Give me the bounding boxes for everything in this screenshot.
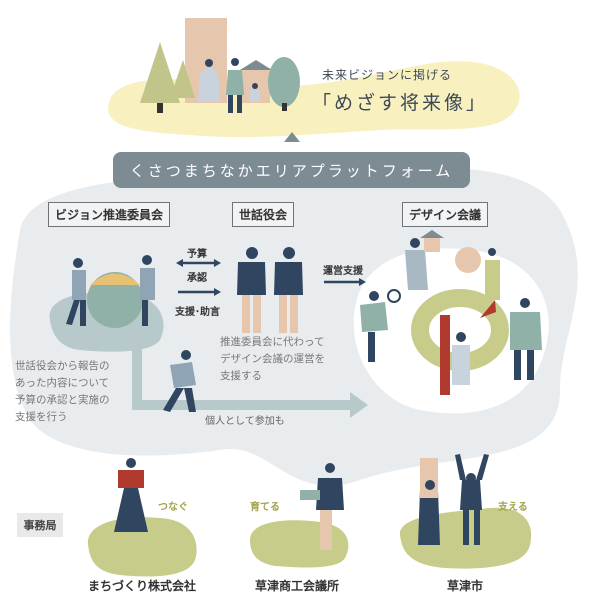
arrow-label-budget: 予算 bbox=[187, 249, 207, 260]
group-label-secretariat: 世話役会 bbox=[232, 202, 295, 227]
secretariat-note: 推進委員会に代わって デザイン会議の運営を 支援する bbox=[220, 334, 325, 385]
note-line: デザイン会議の運営を bbox=[220, 353, 325, 365]
office-label: 事務局 bbox=[17, 513, 63, 537]
member-role: 支える bbox=[498, 502, 528, 513]
design-meeting-figures bbox=[360, 230, 542, 395]
note-line: 推進委員会に代わって bbox=[220, 336, 325, 348]
tree-icon bbox=[140, 42, 180, 103]
member-blob bbox=[87, 517, 197, 577]
note-line: 世話役会から報告の bbox=[15, 360, 110, 372]
participation-arrow bbox=[132, 345, 368, 418]
family-figures bbox=[198, 58, 260, 113]
note-line: あった内容について bbox=[15, 377, 110, 389]
note-line: 支援を行う bbox=[15, 411, 68, 423]
tree-icon bbox=[268, 57, 300, 107]
member-name: 草津商工会議所 bbox=[255, 579, 340, 593]
vision-blob bbox=[108, 61, 520, 138]
vision-title: 「めざす将来像」 bbox=[312, 92, 489, 114]
member-blob bbox=[250, 520, 349, 568]
note-line: 支援する bbox=[220, 370, 262, 382]
note-line: 予算の承認と実施の bbox=[15, 394, 110, 406]
secretariat-figures bbox=[237, 247, 303, 333]
member-role: 育てる bbox=[250, 502, 280, 513]
group-label-design-meeting: デザイン会議 bbox=[402, 202, 489, 227]
committee-note: 世話役会から報告の あった内容について 予算の承認と実施の 支援を行う bbox=[15, 358, 110, 426]
arrow-label-operation-support: 運営支援 bbox=[323, 266, 363, 277]
vision-subtitle: 未来ビジョンに掲げる bbox=[322, 68, 453, 82]
up-triangle-icon bbox=[284, 132, 300, 142]
design-meeting-blob bbox=[353, 248, 549, 414]
running-figure bbox=[163, 350, 196, 412]
member-role: つなぐ bbox=[158, 502, 188, 513]
arrow-label-approval: 承認 bbox=[187, 273, 207, 284]
arrow-label-support-advice: 支援･助言 bbox=[175, 307, 220, 318]
member-name: まちづくり株式会社 bbox=[88, 579, 197, 593]
arrow-label-individual: 個人として参加も bbox=[205, 416, 285, 427]
platform-banner: くさつまちなかエリアプラットフォーム bbox=[113, 152, 470, 188]
member-name: 草津市 bbox=[447, 579, 484, 593]
tree-icon bbox=[170, 60, 195, 98]
group-label-vision-committee: ビジョン推進委員会 bbox=[48, 202, 171, 227]
